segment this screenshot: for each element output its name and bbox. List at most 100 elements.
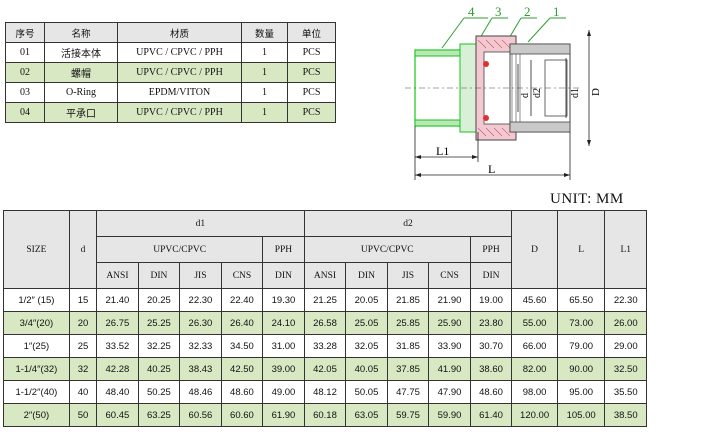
size-cell: 24.10 [262,311,305,335]
parts-row: 01 活接本体 UPVC / CPVC / PPH 1 PCS [5,42,336,63]
size-cell: 32.05 [345,334,388,358]
parts-cell: EPDM/VITON [117,82,242,103]
callout-4: 4 [468,4,475,19]
size-sub-header: JIS [386,262,430,289]
size-cell: 47.75 [386,380,430,404]
size-header-row-3: ANSI DIN JIS CNS DIN ANSI DIN JIS CNS DI… [4,262,647,289]
size-cell: 32.50 [604,357,647,381]
size-sub-header: CNS [220,262,264,289]
size-cell: 35.50 [604,380,647,404]
size-cell: 31.00 [262,334,305,358]
size-cell: 29.00 [604,334,647,358]
size-cell: 40.05 [345,357,388,381]
parts-cell: 平承口 [44,102,118,123]
size-cell: 59.75 [386,403,430,427]
size-sub-header: ANSI [303,262,347,289]
size-cell: 23.80 [469,311,513,335]
size-cell: 65.50 [556,288,606,312]
parts-cell: UPVC / CPVC / PPH [117,62,242,83]
size-cell: 21.85 [386,288,430,312]
union-drawing: 4 3 2 1 [405,4,602,180]
size-cell: 48.60 [220,380,264,404]
size-cell: 1-1/2″(40) [3,380,70,404]
size-header-d2: d2 [303,210,513,237]
callout-1: 1 [553,4,560,19]
parts-cell: PCS [287,82,336,103]
size-cell: 19.30 [262,288,305,312]
parts-cell: 04 [5,102,45,123]
size-cell: 21.40 [96,288,139,312]
size-header-d1: d1 [96,210,305,237]
size-cell: 26.75 [96,311,139,335]
size-header-d: d [68,210,98,289]
size-header-d1-pph: PPH [262,236,305,263]
size-cell: 2″(50) [3,403,70,427]
size-cell: 40 [68,380,98,404]
size-cell: 20 [68,311,98,335]
parts-cell: 1 [241,42,288,63]
parts-row: 02 螺帽 UPVC / CPVC / PPH 1 PCS [5,62,336,83]
size-header-L: L [556,210,606,289]
callout-leaders [441,17,566,49]
parts-cell: O-Ring [44,82,118,103]
size-cell: 63.05 [345,403,388,427]
unit-label: UNIT: MM [550,191,624,207]
size-cell: 79.00 [556,334,606,358]
parts-table: 序号 名称 材质 数量 单位 01 活接本体 UPVC / CPVC / PPH… [5,22,336,123]
size-cell: 32.33 [179,334,222,358]
size-cell: 20.25 [137,288,181,312]
dim-L-label: L [488,162,495,176]
size-cell: 25.90 [428,311,471,335]
size-header-d2-upvc: UPVC/CPVC [303,236,471,263]
dim-d-label: d [520,93,531,98]
o-ring-mark [483,61,489,67]
parts-cell: 1 [241,102,288,123]
size-sub-header: ANSI [96,262,139,289]
size-cell: 33.52 [96,334,139,358]
size-cell: 20.05 [345,288,388,312]
size-cell: 1″(25) [3,334,70,358]
size-cell: 33.28 [303,334,347,358]
size-cell: 49.00 [262,380,305,404]
size-cell: 22.30 [604,288,647,312]
size-cell: 22.30 [179,288,222,312]
parts-cell: 02 [5,62,45,83]
parts-header-row: 序号 名称 材质 数量 单位 [5,22,336,43]
size-header-d1-upvc: UPVC/CPVC [96,236,264,263]
size-cell: 37.85 [386,357,430,381]
size-cell: 61.90 [262,403,305,427]
parts-cell: 活接本体 [44,42,118,63]
size-cell: 26.00 [604,311,647,335]
size-header-L1: L1 [604,210,647,289]
size-cell: 1-1/4″(32) [3,357,70,381]
dim-d1-label: d1 [570,88,581,98]
parts-cell: 螺帽 [44,62,118,83]
size-cell: 26.30 [179,311,222,335]
size-cell: 3/4″(20) [3,311,70,335]
size-sub-header: DIN [137,262,181,289]
size-cell: 48.60 [469,380,513,404]
size-cell: 26.58 [303,311,347,335]
size-cell: 32.25 [137,334,181,358]
dim-L1-label: L1 [436,144,449,158]
parts-header-unit: 单位 [287,22,336,43]
size-cell: 48.12 [303,380,347,404]
size-sub-header: DIN [469,262,513,289]
o-ring-mark [483,115,489,121]
size-cell: 42.28 [96,357,139,381]
parts-cell: 1 [241,62,288,83]
size-cell: 42.50 [220,357,264,381]
size-cell: 60.45 [96,403,139,427]
size-cell: 21.25 [303,288,347,312]
parts-row: 03 O-Ring EPDM/VITON 1 PCS [5,82,336,103]
size-cell: 95.00 [556,380,606,404]
size-cell: 33.90 [428,334,471,358]
size-cell: 26.40 [220,311,264,335]
size-header-D: D [511,210,558,289]
size-cell: 32 [68,357,98,381]
